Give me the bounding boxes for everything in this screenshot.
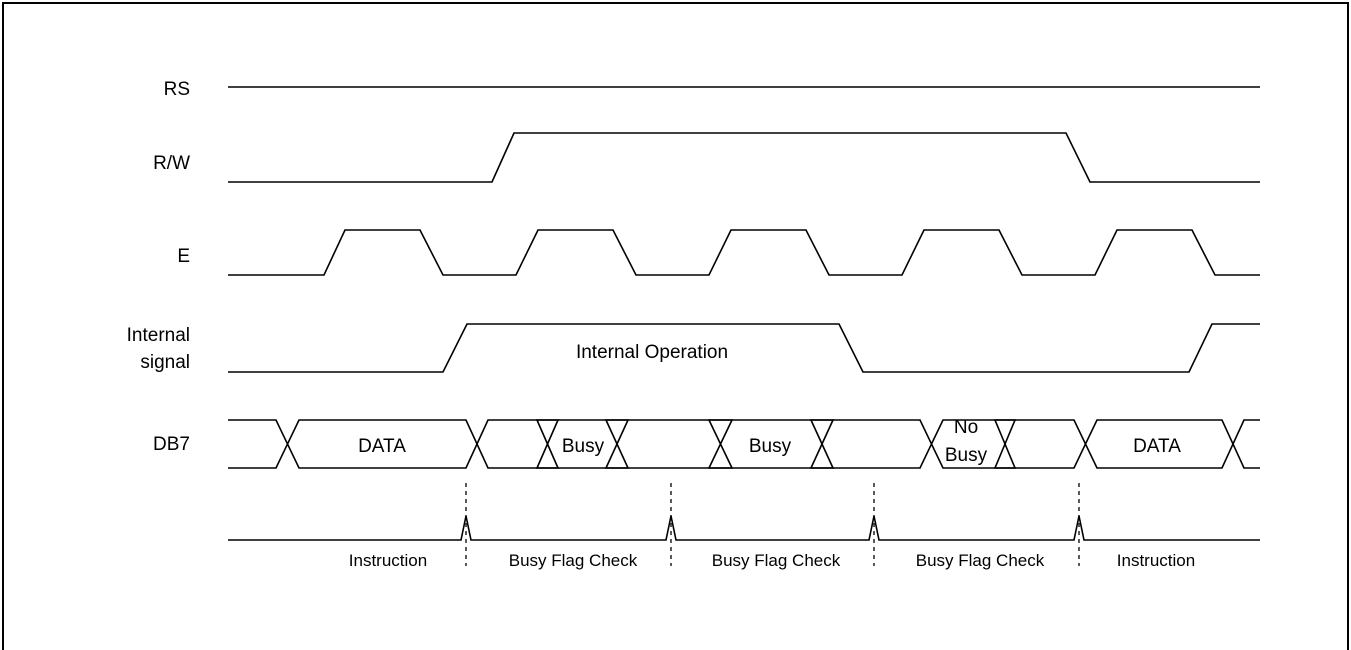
internal-signal-waveform: [228, 323, 1260, 373]
db7-state-no-busy-line2: Busy: [945, 445, 988, 466]
db7-state-no-busy-line1: No: [954, 417, 978, 438]
phase-label-busy-flag-check-1: Busy Flag Check: [509, 551, 638, 570]
phase-timeline: [228, 515, 1260, 541]
rw-waveform: [228, 132, 1260, 183]
phase-label-busy-flag-check-2: Busy Flag Check: [712, 551, 841, 570]
signal-label-e: E: [177, 246, 190, 267]
phase-label-instruction-1: Instruction: [349, 551, 427, 570]
phase-label-busy-flag-check-3: Busy Flag Check: [916, 551, 1045, 570]
signal-label-internal-line2: signal: [140, 352, 190, 373]
db7-waveform: [228, 419, 1260, 469]
db7-state-data-1: DATA: [358, 436, 406, 457]
internal-operation-label: Internal Operation: [576, 342, 728, 363]
phase-label-instruction-2: Instruction: [1117, 551, 1195, 570]
signal-label-internal-line1: Internal: [127, 325, 190, 346]
signal-label-rw: R/W: [153, 153, 190, 174]
db7-state-busy-1: Busy: [562, 436, 605, 457]
signal-label-rs: RS: [164, 79, 190, 100]
db7-bottom-line: [228, 419, 1260, 469]
db7-state-data-2: DATA: [1133, 436, 1181, 457]
db7-state-busy-2: Busy: [749, 436, 792, 457]
e-waveform: [228, 229, 1260, 276]
signal-label-db7: DB7: [153, 434, 190, 455]
